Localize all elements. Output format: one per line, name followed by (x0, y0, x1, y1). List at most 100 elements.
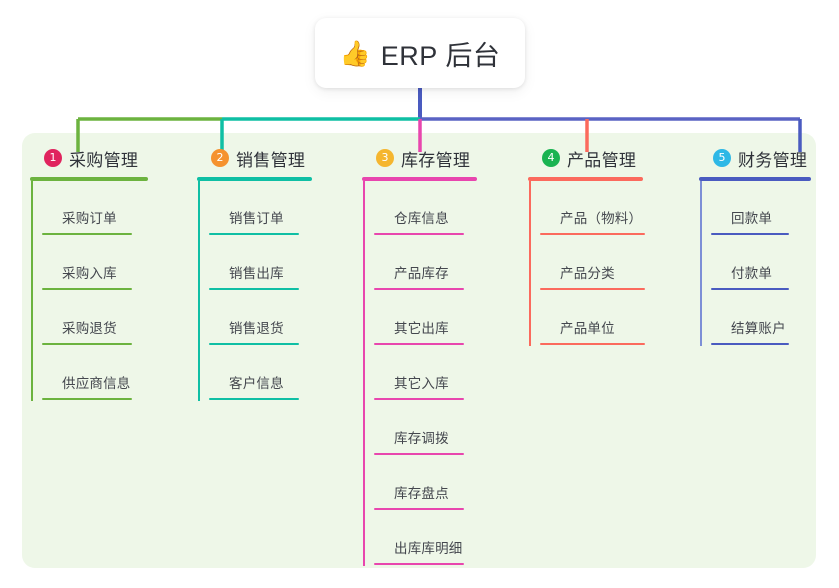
leaf-label: 仓库信息 (394, 211, 449, 226)
branch-spine-1 (31, 181, 33, 401)
leaf-label: 其它入库 (394, 376, 449, 391)
leaf-node[interactable]: 库存盘点 (374, 456, 477, 511)
root-node-title: ERP 后台 (380, 40, 501, 71)
branch-spine-5 (700, 181, 702, 346)
branch-title-1: 采购管理 (69, 150, 139, 170)
leaf-node[interactable]: 产品分类 (540, 236, 645, 291)
branch-badge-3: 3 (376, 149, 394, 167)
leaf-node[interactable]: 销售订单 (209, 181, 312, 236)
leaf-node[interactable]: 供应商信息 (42, 346, 148, 401)
branch-title-3: 库存管理 (401, 150, 471, 170)
branch-column-1: 1 采购管理采购订单采购入库采购退货供应商信息 (30, 143, 148, 401)
leaf-node[interactable]: 库存调拨 (374, 401, 477, 456)
leaf-label: 其它出库 (394, 321, 449, 336)
branch-spine-3 (363, 181, 365, 566)
leaf-label: 出库库明细 (394, 541, 463, 556)
branch-items-1: 采购订单采购入库采购退货供应商信息 (30, 181, 148, 401)
leaf-underline (374, 508, 464, 510)
branch-items-4: 产品（物料） 产品分类产品单位 (528, 181, 645, 346)
leaf-label: 采购入库 (62, 266, 117, 281)
branch-underline-3 (362, 177, 477, 181)
leaf-label: 产品（物料） (560, 211, 643, 226)
branch-header-1[interactable]: 1 采购管理 (30, 143, 148, 173)
leaf-node[interactable]: 出库库明细 (374, 511, 477, 566)
leaf-node[interactable]: 客户信息 (209, 346, 312, 401)
leaf-label: 采购订单 (62, 211, 117, 226)
leaf-underline (209, 343, 299, 345)
leaf-underline (374, 233, 464, 235)
leaf-underline (374, 343, 464, 345)
leaf-node[interactable]: 结算账户 (711, 291, 811, 346)
leaf-underline (540, 288, 645, 290)
leaf-node[interactable]: 其它出库 (374, 291, 477, 346)
branch-column-3: 3 库存管理仓库信息产品库存其它出库其它入库库存调拨库存盘点出库库明细 (362, 143, 477, 566)
leaf-underline (540, 233, 645, 235)
leaf-underline (374, 288, 464, 290)
leaf-label: 采购退货 (62, 321, 117, 336)
branch-badge-5: 5 (713, 149, 731, 167)
leaf-node[interactable]: 产品单位 (540, 291, 645, 346)
leaf-underline (711, 343, 789, 345)
leaf-node[interactable]: 采购入库 (42, 236, 148, 291)
leaf-label: 销售订单 (229, 211, 284, 226)
branch-badge-1: 1 (44, 149, 62, 167)
branch-items-3: 仓库信息产品库存其它出库其它入库库存调拨库存盘点出库库明细 (362, 181, 477, 566)
leaf-node[interactable]: 采购退货 (42, 291, 148, 346)
leaf-underline (209, 288, 299, 290)
branch-items-2: 销售订单销售出库销售退货客户信息 (197, 181, 312, 401)
branch-badge-4: 4 (542, 149, 560, 167)
leaf-underline (374, 398, 464, 400)
leaf-node[interactable]: 其它入库 (374, 346, 477, 401)
leaf-underline (711, 288, 789, 290)
leaf-node[interactable]: 产品库存 (374, 236, 477, 291)
leaf-underline (374, 563, 464, 565)
leaf-node[interactable]: 产品（物料） (540, 181, 645, 236)
leaf-label: 库存盘点 (394, 486, 449, 501)
leaf-underline (42, 233, 132, 235)
thumbs-up-emoji: 👍 (339, 39, 371, 68)
leaf-label: 客户信息 (229, 376, 284, 391)
branch-header-3[interactable]: 3 库存管理 (362, 143, 477, 173)
leaf-node[interactable]: 仓库信息 (374, 181, 477, 236)
leaf-underline (42, 343, 132, 345)
leaf-node[interactable]: 付款单 (711, 236, 811, 291)
leaf-label: 供应商信息 (62, 376, 131, 391)
branch-column-5: 5 财务管理回款单付款单结算账户 (699, 143, 811, 346)
leaf-underline (374, 453, 464, 455)
branch-underline-2 (197, 177, 312, 181)
branch-title-5: 财务管理 (738, 150, 808, 170)
leaf-underline (540, 343, 645, 345)
root-node[interactable]: 👍 ERP 后台 (315, 18, 525, 88)
diagram-panel (22, 133, 816, 568)
leaf-underline (209, 233, 299, 235)
leaf-label: 产品单位 (560, 321, 615, 336)
leaf-label: 结算账户 (731, 321, 786, 336)
branch-underline-1 (30, 177, 148, 181)
leaf-node[interactable]: 回款单 (711, 181, 811, 236)
branch-spine-2 (198, 181, 200, 401)
leaf-label: 产品分类 (560, 266, 615, 281)
leaf-label: 产品库存 (394, 266, 449, 281)
leaf-label: 付款单 (731, 266, 773, 281)
branch-underline-4 (528, 177, 643, 181)
branch-badge-2: 2 (211, 149, 229, 167)
branch-items-5: 回款单付款单结算账户 (699, 181, 811, 346)
branch-header-5[interactable]: 5 财务管理 (699, 143, 811, 173)
leaf-node[interactable]: 销售退货 (209, 291, 312, 346)
leaf-label: 库存调拨 (394, 431, 449, 446)
leaf-node[interactable]: 采购订单 (42, 181, 148, 236)
leaf-node[interactable]: 销售出库 (209, 236, 312, 291)
leaf-underline (42, 398, 132, 400)
leaf-label: 销售出库 (229, 266, 284, 281)
leaf-label: 销售退货 (229, 321, 284, 336)
leaf-underline (42, 288, 132, 290)
leaf-label: 回款单 (731, 211, 773, 226)
branch-spine-4 (529, 181, 531, 346)
branch-underline-5 (699, 177, 811, 181)
leaf-underline (209, 398, 299, 400)
